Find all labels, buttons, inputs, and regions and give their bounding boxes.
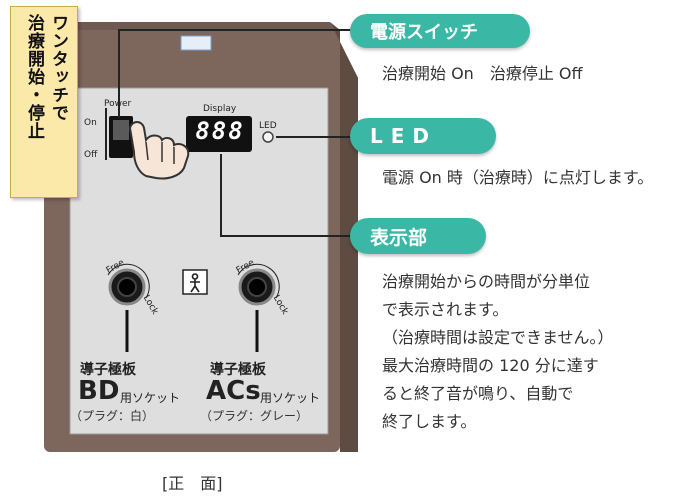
display-desc-line-4: 最大治療時間の 120 分に達す — [382, 356, 599, 375]
bd-socket-suffix: 用ソケット — [120, 391, 181, 405]
on-label: On — [84, 118, 97, 128]
callout-display-title: 表示部 — [370, 226, 428, 249]
callout-power-switch: 電源スイッチ — [350, 14, 530, 48]
callout-led-desc: 電源 On 時（治療時）に点灯します。 — [382, 168, 654, 187]
display-desc-line-3: （治療時間は設定できません。） — [382, 328, 614, 347]
one-touch-tag — [10, 6, 78, 198]
tag-line-1: ワンタッチで — [48, 14, 68, 122]
led-label: LED — [259, 121, 277, 131]
display-callout-line — [220, 154, 352, 237]
bd-socket-plug: （プラグ：白） — [70, 409, 155, 423]
off-label: Off — [84, 150, 98, 160]
bd-socket-code: BD — [78, 376, 120, 406]
acs-socket-code: ACs — [206, 376, 261, 406]
front-view-caption: [正 面] — [162, 474, 223, 493]
callout-power-switch-title: 電源スイッチ — [370, 22, 478, 43]
top-sticker — [180, 35, 212, 51]
display-desc-line-2: で表示されます。 — [382, 300, 509, 319]
display-desc-line-5: ると終了音が鳴り、自動で — [382, 384, 574, 403]
acs-socket-plug: （プラグ：グレー） — [200, 409, 309, 423]
person-icon — [190, 273, 200, 293]
display-desc-line-6: 終了します。 — [382, 412, 477, 431]
led-indicator — [262, 131, 274, 143]
tag-line-2: 治療開始・停止 — [24, 14, 44, 140]
display-label: Display — [203, 104, 237, 114]
acs-socket-title: 導子極板 — [210, 362, 266, 378]
display-digits: 888 — [195, 117, 245, 145]
power-label: Power — [104, 99, 132, 109]
hand-pointer-icon — [128, 121, 190, 180]
switch-rocker — [113, 120, 129, 140]
acs-socket-suffix: 用ソケット — [260, 391, 321, 405]
display-desc-line-1: 治療開始からの時間が分単位 — [382, 272, 591, 291]
display-screen — [186, 116, 252, 152]
callout-display-desc: 治療開始からの時間が分単位 で表示されます。 （治療時間は設定できません。） 最… — [382, 268, 677, 436]
callout-display: 表示部 — [350, 218, 486, 254]
callout-led: LED — [350, 118, 496, 154]
switch-callout-line — [118, 29, 352, 118]
callout-led-title: LED — [370, 124, 438, 148]
bd-socket-title: 導子極板 — [80, 362, 136, 378]
callout-power-switch-desc: 治療開始 On 治療停止 Off — [382, 64, 583, 83]
